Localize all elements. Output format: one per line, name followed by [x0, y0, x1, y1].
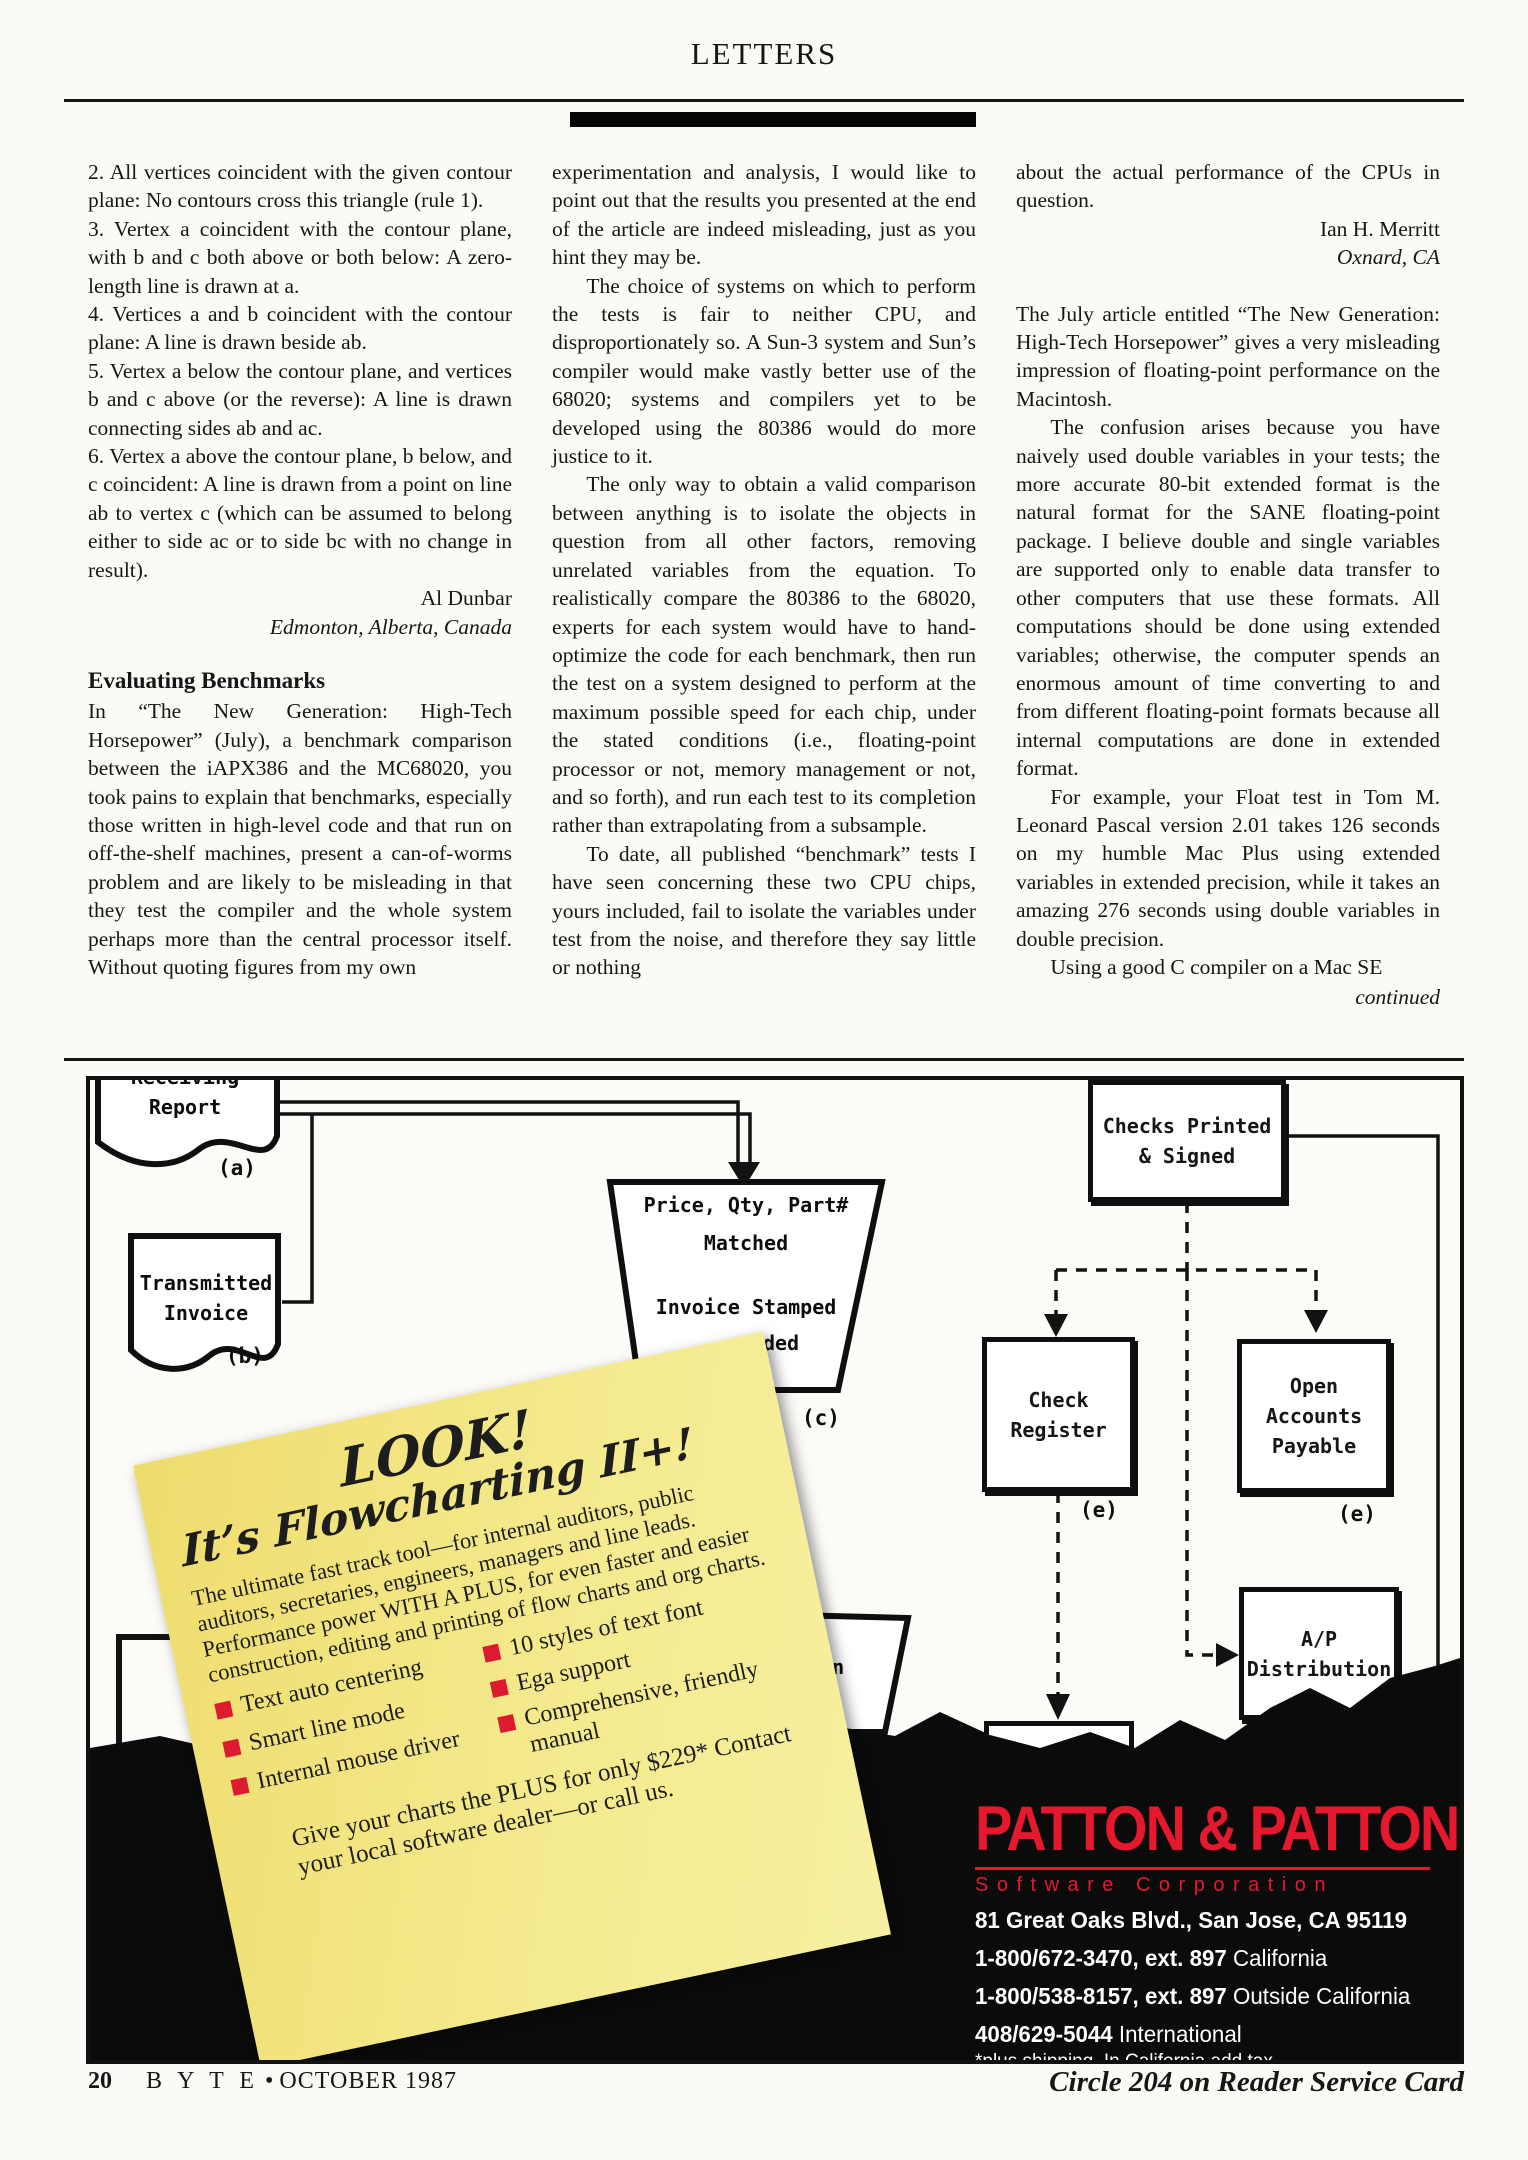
- phone-region: International: [1118, 2021, 1242, 2047]
- company-subtitle: Software Corporation: [975, 1874, 1334, 1896]
- flowchart-label-transmitted-invoice: Transmitted Invoice: [139, 1271, 273, 1325]
- signature-name: Al Dunbar: [420, 586, 512, 611]
- flowchart-tag-e2: (e): [1338, 1502, 1376, 1526]
- trapezoid-shape-invoice-matched: [606, 1179, 886, 1393]
- flowchart-box-open-accounts-payable: Open Accounts Payable: [1237, 1339, 1391, 1493]
- company-address: 81 Great Oaks Blvd., San Jose, CA 95119: [975, 1907, 1407, 1933]
- phone-region: California: [1233, 1945, 1328, 1971]
- bullet-square-icon: [214, 1700, 234, 1720]
- header-rule: [64, 99, 1464, 102]
- flowchart-box-checks-printed: Checks Printed & Signed: [1088, 1080, 1286, 1202]
- paragraph: 2. All vertices coincident with the give…: [88, 160, 512, 213]
- reader-service-note: Circle 204 on Reader Service Card: [1049, 2066, 1464, 2098]
- paragraph: Using a good C compiler on a Mac SE: [1050, 954, 1383, 979]
- price-disclaimer: *plus shipping. In California add tax.: [975, 2051, 1279, 2064]
- phone-line-international: 408/629-5044 International: [975, 2019, 1429, 2049]
- company-name: PATTON & PATTON: [975, 1793, 1460, 1864]
- paragraph: The confusion arises because you have na…: [1016, 415, 1440, 781]
- header-black-bar: [570, 112, 976, 127]
- paragraph: 3. Vertex a coincident with the contour …: [88, 216, 512, 298]
- phone-number: 1-800/538-8157, ext. 897: [975, 1983, 1227, 2009]
- page-number: 20: [88, 2068, 112, 2094]
- bullet-square-icon: [490, 1678, 510, 1698]
- company-rule: [975, 1867, 1430, 1870]
- magazine-name: B Y T E: [146, 2068, 260, 2094]
- flowchart-tag-b: (b): [226, 1344, 264, 1368]
- footer-left: 20 B Y T E • OCTOBER 1987: [88, 2068, 457, 2095]
- flowchart-tag-c: (c): [802, 1406, 840, 1430]
- phone-line-california: 1-800/672-3470, ext. 897 California: [975, 1943, 1429, 1973]
- flowchart-label-matched: Matched: [703, 1231, 789, 1255]
- phone-number: 408/629-5044: [975, 2021, 1113, 2047]
- paragraph: about the actual performance of the CPUs…: [1016, 160, 1440, 213]
- bullet-square-icon: [482, 1643, 502, 1663]
- bullet-square-icon: [230, 1776, 250, 1796]
- paragraph: 4. Vertices a and b coincident with the …: [88, 302, 512, 355]
- issue-date: OCTOBER 1987: [279, 2068, 457, 2094]
- signature-place: Edmonton, Alberta, Canada: [269, 614, 512, 639]
- phone-region: Outside California: [1233, 1983, 1411, 2009]
- flowchart-tag-a: (a): [218, 1156, 256, 1180]
- paragraph: The choice of systems on which to perfor…: [552, 273, 976, 469]
- flowchart-label-receiving-report: Receiving Report: [130, 1076, 240, 1119]
- company-block: PATTON & PATTON Software Corporation 81 …: [975, 1792, 1460, 2064]
- yellow-note: LOOK! It’s Flowcharting II+! The ultimat…: [132, 1331, 892, 2060]
- paragraph: 6. Vertex a above the contour plane, b b…: [88, 444, 512, 582]
- document-shape-receiving-report: [95, 1080, 280, 1168]
- paragraph: The only way to obtain a valid compariso…: [552, 472, 976, 838]
- phone-line-outside: 1-800/538-8157, ext. 897 Outside Califor…: [975, 1981, 1429, 2011]
- signature-place: Oxnard, CA: [1336, 245, 1440, 270]
- divider-rule: [64, 1058, 1464, 1061]
- footer-separator: •: [265, 2068, 274, 2094]
- phone-number: 1-800/672-3470, ext. 897: [975, 1945, 1227, 1971]
- signature-name: Ian H. Merritt: [1319, 216, 1440, 241]
- paragraph: For example, your Float test in Tom M. L…: [1016, 784, 1440, 951]
- page-title: LETTERS: [690, 36, 838, 71]
- paragraph: experimentation and analysis, I would li…: [552, 160, 976, 270]
- document-shape-transmitted-invoice: [128, 1233, 281, 1372]
- bullet-square-icon: [497, 1714, 517, 1733]
- continued-label: continued: [1355, 985, 1440, 1010]
- advertisement: Receiving Report (a) Transmitted Invoice…: [86, 1076, 1464, 2064]
- flowchart-label-invoice-stamped: Invoice Stamped: [655, 1295, 837, 1319]
- article-column-1: 2. All vertices coincident with the give…: [88, 158, 512, 981]
- bullet-square-icon: [222, 1738, 242, 1758]
- paragraph: The July article entitled “The New Gener…: [1016, 301, 1440, 411]
- paragraph: To date, all published “benchmark” tests…: [552, 841, 976, 980]
- flowchart-label-price-qty: Price, Qty, Part#: [643, 1193, 849, 1217]
- article-column-3: about the actual performance of the CPUs…: [1016, 158, 1440, 1012]
- paragraph: 5. Vertex a below the contour plane, and…: [88, 358, 512, 440]
- section-heading: Evaluating Benchmarks: [88, 667, 326, 693]
- flowchart-tag-e1: (e): [1080, 1498, 1118, 1522]
- article-column-2: experimentation and analysis, I would li…: [552, 158, 976, 982]
- paragraph: In “The New Generation: High-Tech Horsep…: [88, 699, 512, 979]
- flowchart-box-check-register: Check Register: [982, 1337, 1135, 1492]
